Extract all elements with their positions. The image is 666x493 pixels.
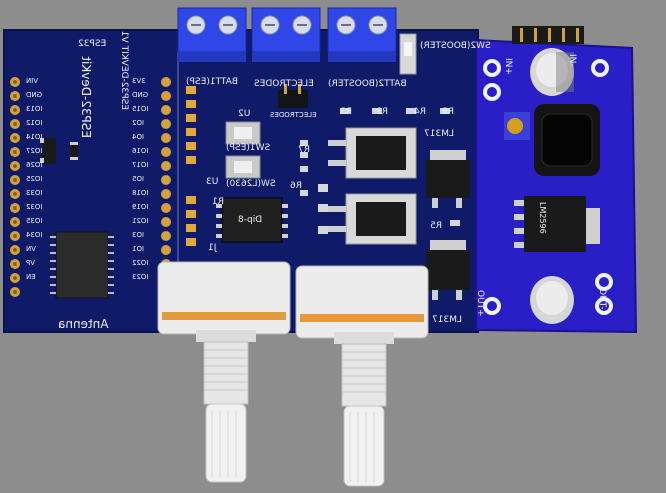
usb-uart-chip xyxy=(55,231,109,299)
ref-r2: R2 xyxy=(376,107,388,117)
terminal-block-batt1 xyxy=(177,7,247,62)
electrodes-jumper xyxy=(278,84,308,108)
potentiometer-left xyxy=(157,261,291,483)
tact-switch-l2630 xyxy=(225,155,261,179)
dip8-chip xyxy=(216,197,288,243)
terminal-label-batt2: BATT2(BOOSTER) xyxy=(328,79,407,89)
switch-booster xyxy=(399,33,417,75)
dip-label: Dip-8 xyxy=(238,215,263,225)
ref-r8: R8 xyxy=(442,107,454,117)
switch-label-esp: SW1(ESP) xyxy=(226,143,271,153)
inductor xyxy=(534,104,600,176)
devkit-label: ESP32-DevKit xyxy=(79,56,93,138)
terminal-label-batt1: BATT1(ESP) xyxy=(186,77,239,87)
switch-label-booster: SW2(BOOSTER) xyxy=(420,41,491,51)
booster-mount-holes xyxy=(483,59,613,315)
boost-chip-label: LM2596 xyxy=(538,202,547,234)
ref-r7: R7 xyxy=(298,145,310,155)
ref-u3: U3 xyxy=(206,177,219,187)
esp-pin-labels-left: VIN GND IO13 IO12 IO14 IO27 IO26 IO25 IO… xyxy=(26,77,43,281)
ref-r3: R3 xyxy=(340,107,352,117)
capacitor-top xyxy=(530,48,574,96)
boost-out-minus-label: OUT- xyxy=(597,288,607,310)
terminal-block-batt2 xyxy=(327,7,397,62)
terminal-block-electrodes xyxy=(251,7,321,62)
esp-pin-labels-right: 3V3 GND IO15 IO2 IO4 IO16 IO17 IO5 IO18 … xyxy=(132,77,149,281)
ref-u2: U2 xyxy=(238,109,251,119)
ref-j1: J1 xyxy=(208,243,217,253)
boost-in-plus-label: IN+ xyxy=(503,58,513,75)
ref-r5: R5 xyxy=(430,221,442,231)
regulator-bottom-tab xyxy=(328,193,417,245)
regulator-top-tab xyxy=(328,127,417,179)
switch-label-l2630: SW(L2630) xyxy=(226,179,276,189)
electrodes-jumper-label: ELECTRODES xyxy=(270,111,317,119)
trimmer-pot xyxy=(504,112,530,140)
ref-r4: R4 xyxy=(414,107,426,117)
tact-switch-esp xyxy=(225,121,261,145)
potentiometer-right xyxy=(295,265,429,487)
terminal-label-electrodes: ELECTRODES xyxy=(254,79,314,89)
lm317-label-bottom: LM317 xyxy=(432,315,462,325)
devkit-name-label: ESP32-DEVKIT V1 xyxy=(119,30,129,110)
esp-smd-parts xyxy=(40,138,78,164)
lm317-label-top: LM317 xyxy=(424,129,454,139)
boost-out-plus-label: OUT+ xyxy=(475,290,485,317)
capacitor-bottom xyxy=(530,276,574,324)
lm317-bottom xyxy=(426,240,470,300)
jumper-column xyxy=(186,86,196,246)
ref-r1: R1 xyxy=(212,197,224,207)
smd-resistors xyxy=(300,108,460,234)
lm317-top xyxy=(426,150,470,208)
pin-header-top xyxy=(512,26,584,44)
ref-r6: R6 xyxy=(290,181,302,191)
boost-chip xyxy=(514,196,600,252)
boost-in-minus-label: IN- xyxy=(567,54,577,67)
antenna-label: Antenna xyxy=(58,317,109,331)
esp32-header-label: ESP32 xyxy=(78,39,107,49)
